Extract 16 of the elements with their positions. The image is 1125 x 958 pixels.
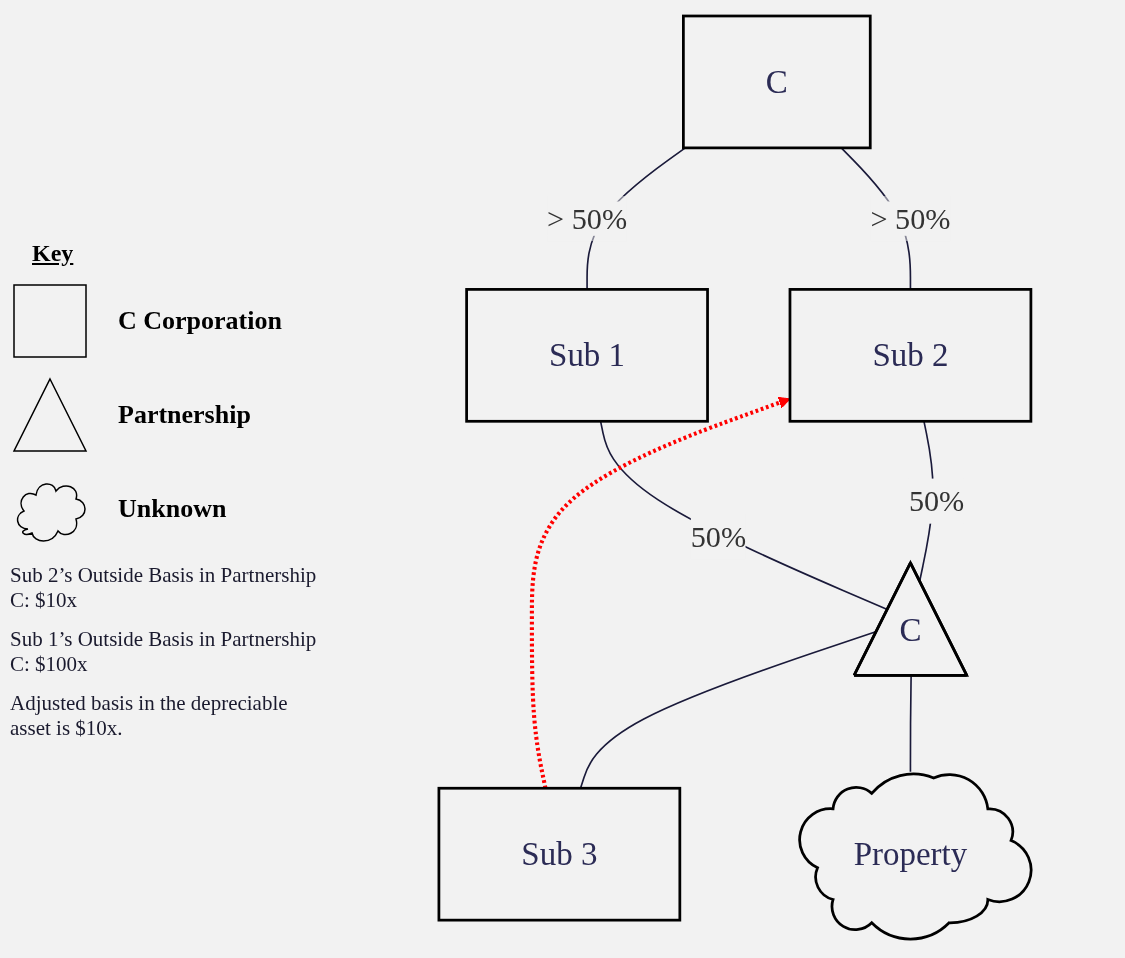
edge-label: 50%: [690, 519, 747, 554]
edge-label: 50%: [908, 483, 965, 519]
legend-heading: Key: [32, 240, 74, 267]
connector: [909, 675, 912, 773]
node-box: C: [682, 14, 872, 150]
edge-label: > 50%: [547, 201, 628, 236]
legend-label: Unknown: [118, 494, 227, 524]
node-box: Sub 3: [437, 786, 682, 922]
node-box: Sub 2: [788, 288, 1033, 423]
node-box: Sub 1: [465, 288, 709, 423]
legend-label: Partnership: [118, 400, 251, 430]
note-text: Adjusted basis in the depreciable asset is $10x.: [10, 691, 289, 741]
note-text: Sub 2’s Outside Basis in Partnership C: $10x: [10, 563, 318, 613]
edge-label: > 50%: [870, 201, 951, 236]
note-text: Sub 1’s Outside Basis in Partnership C: $100x: [10, 627, 318, 677]
legend-label: C Corporation: [118, 306, 282, 336]
